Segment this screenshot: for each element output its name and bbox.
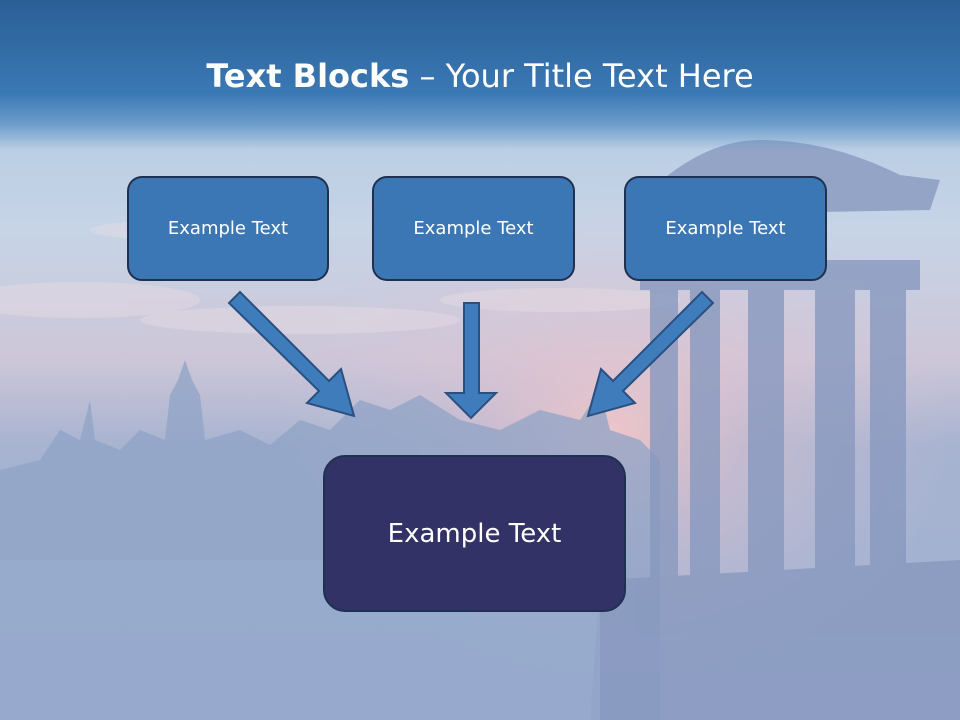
text-block-1: Example Text xyxy=(127,176,329,281)
title-band xyxy=(0,0,960,150)
arrow-down-right-icon xyxy=(227,290,356,418)
slide-title-rest: – Your Title Text Here xyxy=(409,57,754,95)
target-text-block: Example Text xyxy=(323,455,626,612)
text-block-2: Example Text xyxy=(372,176,575,281)
slide-title: Text Blocks – Your Title Text Here xyxy=(0,56,960,96)
arrow-down-left-icon xyxy=(586,290,715,418)
arrow-down-icon xyxy=(443,302,499,420)
text-block-3: Example Text xyxy=(624,176,827,281)
slide-title-bold: Text Blocks xyxy=(206,57,410,95)
